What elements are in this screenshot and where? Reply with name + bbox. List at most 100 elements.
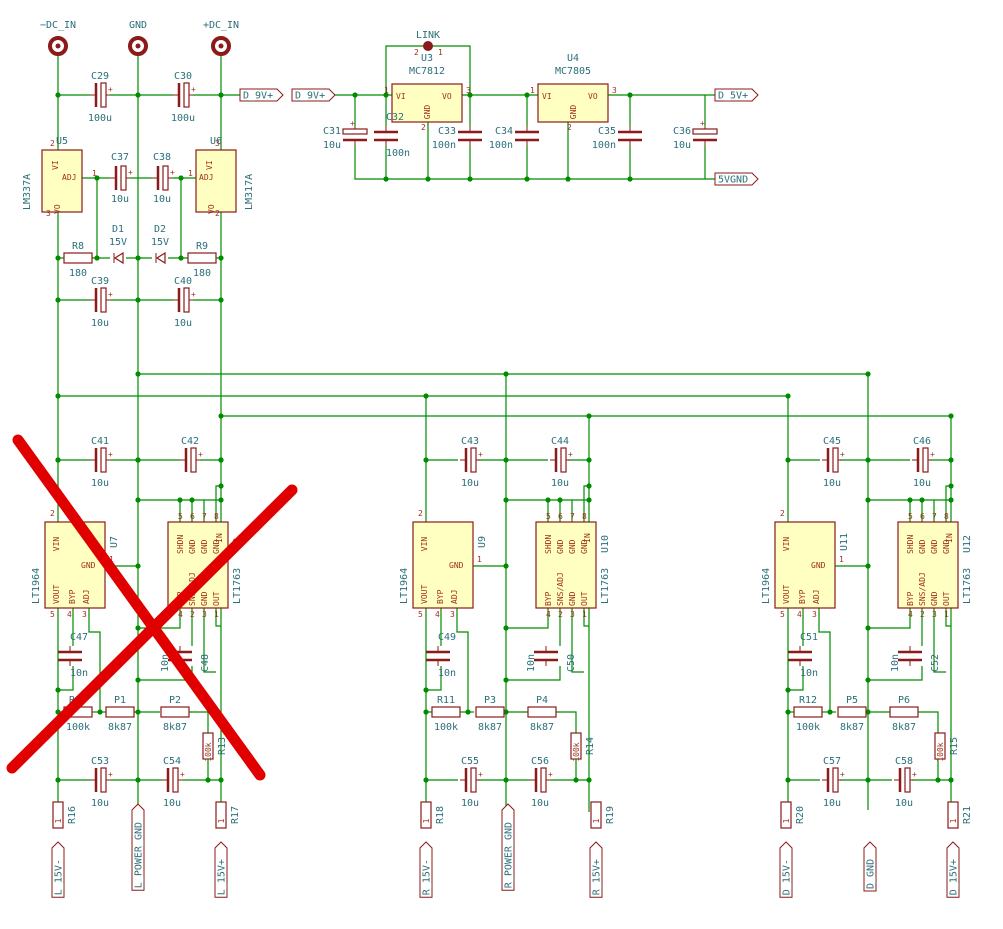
cap-ref: C47 <box>70 632 88 643</box>
net-label-5vgnd: 5VGND <box>714 172 759 186</box>
cap-value: 10u <box>111 194 129 205</box>
net-label-text: D_15V- <box>782 859 793 895</box>
pin-num: 2 <box>558 610 563 619</box>
cap-value: 10n <box>438 668 456 679</box>
cap-plate <box>172 767 179 793</box>
resistor-value: 8k87 <box>530 722 554 733</box>
cap-value: 10u <box>461 478 479 489</box>
wire <box>203 608 216 673</box>
junction-dot <box>218 777 224 783</box>
cap-value: 10u <box>174 318 192 329</box>
net-label-shape <box>589 841 603 898</box>
net-label-shape <box>419 841 433 898</box>
wire <box>215 608 221 627</box>
junction-dot <box>135 255 141 261</box>
resistor-body <box>420 801 432 829</box>
capacitor-c37 <box>110 165 130 191</box>
cap-ref: C37 <box>111 152 129 163</box>
junction-dot <box>865 457 871 463</box>
junction-dot <box>135 371 141 377</box>
pin-name: GND <box>200 591 209 606</box>
cap-value: 100n <box>592 140 616 151</box>
junction-dot <box>55 297 61 303</box>
resistor-ref: P4 <box>536 695 548 706</box>
pin-name: BYP <box>544 591 553 606</box>
pin-num: 4 <box>797 610 802 619</box>
cap-ref: C33 <box>438 126 456 137</box>
junction-dot <box>948 497 954 503</box>
regulator-u6 <box>195 149 237 213</box>
resistor-value: 100k <box>204 742 213 761</box>
ldo-part: LT1763 <box>232 568 243 604</box>
capacitor-c42 <box>180 447 200 473</box>
cap-value: 10u <box>91 798 109 809</box>
pin-name: OUT <box>212 591 221 606</box>
pin-num: 1 <box>944 610 949 619</box>
connector-gnd-label: GND <box>129 20 147 31</box>
pin-num: 4 <box>435 610 440 619</box>
resistor-ref: R20 <box>795 806 806 824</box>
junction-dot <box>557 497 563 503</box>
cap-value: 10u <box>823 798 841 809</box>
net-label-d-9v-: D_9V+ <box>291 88 336 102</box>
capacitor-c39 <box>90 287 110 313</box>
cap-plate <box>470 447 477 473</box>
junction-dot <box>135 457 141 463</box>
cap-plate <box>120 165 127 191</box>
cap-ref: C51 <box>800 632 818 643</box>
resistor-r8 <box>63 252 93 264</box>
junction-dot <box>827 709 833 715</box>
junction-dot <box>55 393 61 399</box>
regulator-ref: U5 <box>56 136 68 147</box>
net-label-d-5v-: D_5V+ <box>714 88 759 102</box>
resistor-ref: P2 <box>169 695 181 706</box>
resistor-body <box>590 801 602 829</box>
cap-ref: C52 <box>930 654 941 672</box>
cap-value: 10u <box>323 140 341 151</box>
resistor-p6 <box>889 706 919 718</box>
resistor-value: 1 <box>592 818 601 823</box>
cap-plate <box>100 287 107 313</box>
capacitor-c49 <box>426 646 450 666</box>
resistor-value: 100k <box>66 722 90 733</box>
ldo-u9 <box>412 521 474 609</box>
polarity-mark: + <box>198 450 203 459</box>
ldo-ref: U11 <box>839 533 850 551</box>
resistor-p4 <box>527 706 557 718</box>
junction-dot <box>865 625 871 631</box>
pin-name: VI <box>396 92 406 101</box>
regulator-u5 <box>41 149 83 213</box>
resistor-value: 8k87 <box>892 722 916 733</box>
capacitor-c44 <box>550 447 570 473</box>
link-pin: 1 <box>438 48 443 57</box>
ldo-ref: U10 <box>600 535 611 553</box>
resistor-ref: R9 <box>196 241 208 252</box>
cap-ref: C53 <box>91 756 109 767</box>
wire <box>583 608 589 627</box>
pin-name: SNS/ADJ <box>556 572 565 606</box>
resistor-ref: R19 <box>605 806 616 824</box>
cap-ref: C56 <box>531 756 549 767</box>
cap-value: 10u <box>895 798 913 809</box>
net-label-shape <box>501 803 515 891</box>
wire-layer <box>55 45 954 812</box>
connector-pin <box>55 43 61 49</box>
ldo-u11 <box>774 521 836 609</box>
net-label-text: L_15V- <box>54 859 65 895</box>
pin-num: 1 <box>109 555 114 564</box>
polarity-mark: + <box>191 290 196 299</box>
polarity-mark: + <box>548 770 553 779</box>
pin-num: 2 <box>190 610 195 619</box>
junction-dot <box>135 709 141 715</box>
junction-dot <box>865 709 871 715</box>
resistor-ref: R21 <box>962 806 973 824</box>
ldo-body <box>412 521 474 609</box>
regulator-body <box>195 149 237 213</box>
junction-dot <box>865 563 871 569</box>
cap-plate <box>342 128 368 135</box>
capacitor-c57 <box>822 767 842 793</box>
junction-dot <box>218 413 224 419</box>
net-label-shape <box>131 803 145 891</box>
wire <box>868 608 911 629</box>
pin-name: GND <box>81 561 96 570</box>
